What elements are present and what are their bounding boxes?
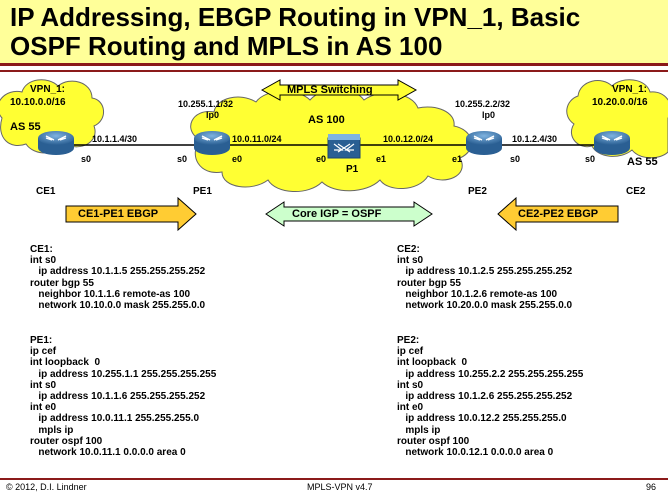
pe1-loopback-name: lp0: [206, 110, 220, 120]
ce2-config: CE2:int s0 ip address 10.1.2.5 255.255.2…: [397, 244, 572, 311]
config-line: int s0: [30, 255, 57, 267]
title-bar: IP Addressing, EBGP Routing in VPN_1, Ba…: [0, 0, 668, 66]
as100-label: AS 100: [308, 114, 345, 126]
footer-divider: [0, 478, 668, 480]
config-line: network 10.0.12.1 0.0.0.0 area 0: [397, 447, 554, 459]
config-line: int s0: [397, 255, 424, 267]
ce2-pe2-ebgp-arrow: [497, 196, 619, 232]
config-line: int loopback 0: [397, 357, 468, 369]
ce1-s0-interface: s0: [81, 154, 92, 164]
vpn-left-name: VPN_1:: [30, 84, 66, 95]
config-line: CE1:: [30, 244, 53, 255]
config-line: ip address 10.1.1.5 255.255.255.252: [30, 266, 206, 278]
config-line: mpls ip: [30, 424, 74, 436]
p1-e1-interface: e1: [376, 154, 387, 164]
config-line: router ospf 100: [30, 435, 103, 447]
pe1-label: PE1: [193, 186, 212, 197]
footer-page-number: 96: [646, 482, 657, 492]
pe1-s0-interface: s0: [177, 154, 188, 164]
config-line: network 10.10.0.0 mask 255.255.0.0: [30, 300, 206, 312]
vpn-right-as: AS 55: [627, 156, 658, 168]
config-line: ip address 10.255.2.2 255.255.255.255: [397, 368, 584, 380]
subnet-p1-pe2: 10.0.12.0/24: [383, 134, 434, 144]
config-line: router bgp 55: [30, 277, 94, 289]
config-line: CE2:: [397, 244, 420, 255]
pe2-s0-interface: s0: [510, 154, 521, 164]
vpn-left-as: AS 55: [10, 121, 41, 133]
config-line: router ospf 100: [397, 435, 470, 447]
ce2-pe2-ebgp-label: CE2-PE2 EBGP: [518, 208, 599, 220]
config-line: int loopback 0: [30, 357, 101, 369]
config-line: int e0: [30, 402, 57, 414]
network-diagram: [0, 79, 668, 232]
config-line: ip address 10.1.2.6 255.255.255.252: [397, 391, 573, 403]
router-ce2-icon: [594, 131, 630, 155]
core-igp-label: Core IGP = OSPF: [292, 208, 382, 220]
config-line: neighbor 10.1.2.6 remote-as 100: [397, 288, 558, 300]
footer-course: MPLS-VPN v4.7: [307, 482, 373, 492]
config-line: ip address 10.0.12.2 255.255.255.0: [397, 413, 567, 425]
vpn-left-net: 10.10.0.0/16: [10, 97, 66, 108]
ce2-label: CE2: [626, 186, 646, 197]
config-line: mpls ip: [397, 424, 441, 436]
router-pe1-icon: [194, 131, 230, 155]
p1-label: P1: [346, 164, 359, 175]
title-divider: [0, 70, 668, 72]
switch-p1-icon: [327, 134, 361, 159]
ce2-s0-interface: s0: [585, 154, 596, 164]
ce1-pe1-ebgp-arrow: [65, 196, 197, 232]
ce1-pe1-ebgp-label: CE1-PE1 EBGP: [78, 208, 159, 220]
mpls-switching-arrow: [260, 79, 418, 101]
core-igp-double-arrow: [265, 201, 433, 227]
pe2-label: PE2: [468, 186, 487, 197]
config-line: PE2:: [397, 335, 420, 346]
subnet-ce1-pe1: 10.1.1.4/30: [92, 134, 138, 144]
config-line: router bgp 55: [397, 277, 461, 289]
config-line: ip cef: [397, 346, 424, 358]
config-line: int s0: [397, 379, 424, 391]
subnet-pe2-ce2: 10.1.2.4/30: [512, 134, 558, 144]
pe1-e0-interface: e0: [232, 154, 243, 164]
vpn-right-cloud: [566, 79, 668, 159]
config-line: ip address 10.0.11.1 255.255.255.0: [30, 413, 200, 425]
config-line: neighbor 10.1.1.6 remote-as 100: [30, 288, 191, 300]
config-line: network 10.0.11.1 0.0.0.0 area 0: [30, 447, 186, 459]
pe2-loopback-name: lp0: [482, 110, 496, 120]
vpn-left-cloud: [0, 79, 104, 154]
config-line: ip address 10.1.1.6 255.255.255.252: [30, 391, 206, 403]
ce1-config: CE1:int s0 ip address 10.1.1.5 255.255.2…: [30, 244, 205, 311]
router-ce1-icon: [38, 131, 74, 155]
config-line: int s0: [30, 379, 57, 391]
mpls-switching-label: MPLS Switching: [287, 84, 373, 96]
subnet-pe1-p1: 10.0.11.0/24: [232, 134, 282, 144]
config-line: ip cef: [30, 346, 57, 358]
config-line: int e0: [397, 402, 424, 414]
ce1-label: CE1: [36, 186, 56, 197]
vpn-right-net: 10.20.0.0/16: [592, 97, 648, 108]
title-line-1: IP Addressing, EBGP Routing in VPN_1, Ba…: [10, 2, 581, 32]
p1-e0-interface: e0: [316, 154, 327, 164]
footer-copyright: © 2012, D.I. Lindner: [6, 482, 87, 492]
slide-title: IP Addressing, EBGP Routing in VPN_1, Ba…: [10, 3, 660, 61]
config-line: PE1:: [30, 335, 53, 346]
title-line-2: OSPF Routing and MPLS in AS 100: [10, 31, 443, 61]
vpn-right-name: VPN_1:: [612, 84, 648, 95]
config-line: ip address 10.1.2.5 255.255.255.252: [397, 266, 573, 278]
pe1-loopback-address: 10.255.1.1/32: [178, 99, 234, 109]
pe2-e1-interface: e1: [452, 154, 463, 164]
config-line: ip address 10.255.1.1 255.255.255.255: [30, 368, 217, 380]
pe2-loopback-address: 10.255.2.2/32: [455, 99, 511, 109]
config-line: network 10.20.0.0 mask 255.255.0.0: [397, 300, 573, 312]
router-pe2-icon: [466, 131, 502, 155]
